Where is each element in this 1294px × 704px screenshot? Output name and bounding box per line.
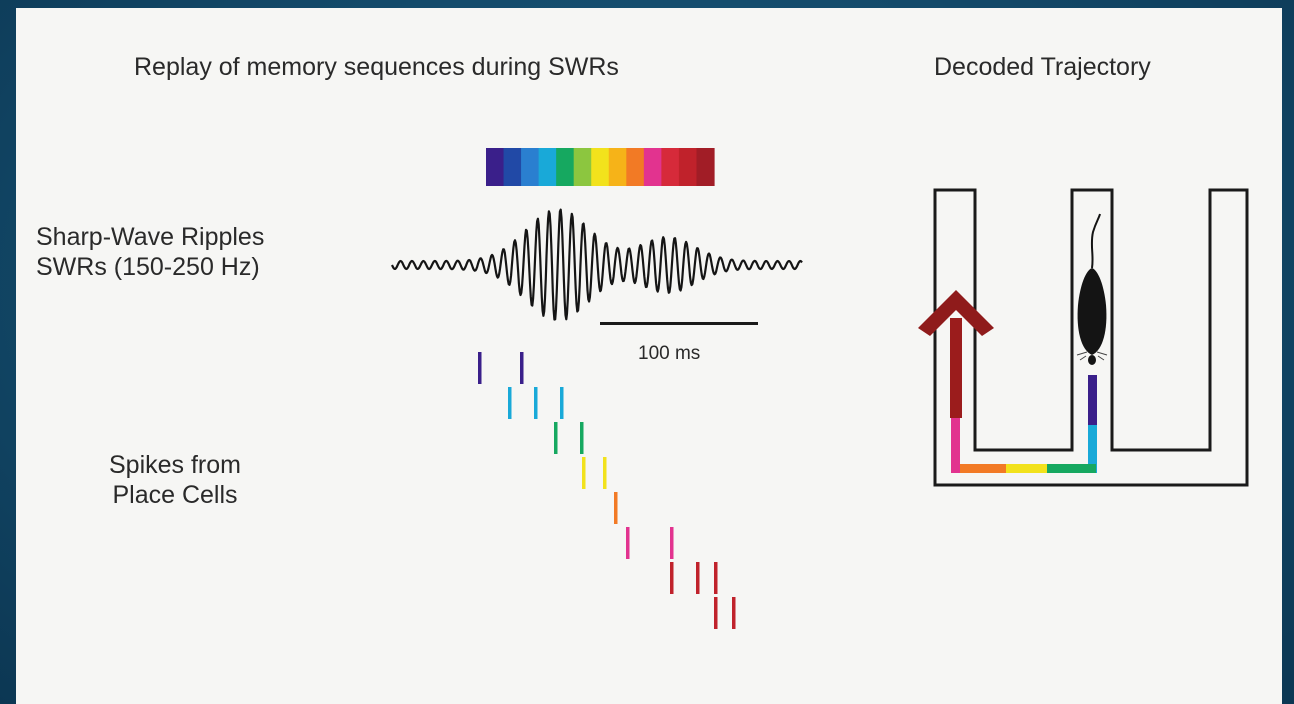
spike-tick <box>582 457 586 489</box>
color-bar-segment <box>678 148 698 186</box>
w-maze <box>918 188 1249 487</box>
spike-tick <box>603 457 607 489</box>
color-bar-segment <box>486 148 505 186</box>
spike-tick <box>696 562 700 594</box>
spike-tick <box>714 562 718 594</box>
rat-icon <box>1076 213 1108 365</box>
trajectory-segment <box>1046 464 1096 473</box>
spike-raster <box>478 352 736 629</box>
spike-tick <box>560 387 564 419</box>
spike-tick <box>670 527 674 559</box>
trajectory-segment <box>1088 375 1097 425</box>
spike-tick <box>670 562 674 594</box>
spike-tick <box>732 597 736 629</box>
spikes-label-line1: Spikes from <box>109 451 241 479</box>
color-bar-segment <box>608 148 627 186</box>
color-bar-segment <box>643 148 662 186</box>
swr-label-line2: SWRs (150-250 Hz) <box>36 252 260 281</box>
trajectory-segment <box>951 418 960 473</box>
color-bar-segment <box>503 148 522 186</box>
color-bar-segment <box>521 148 540 186</box>
swr-label: Sharp-Wave Ripples SWRs (150-250 Hz) <box>36 223 264 282</box>
spike-tick <box>478 352 482 384</box>
spike-tick <box>714 597 718 629</box>
spike-tick <box>520 352 524 384</box>
color-bar-segment <box>573 148 592 186</box>
trajectory-segment <box>958 464 1006 473</box>
decoded-trajectory-path <box>951 375 1097 473</box>
ripple-waveform <box>391 208 803 321</box>
up-arrow-icon <box>918 290 994 418</box>
spike-tick <box>508 387 512 419</box>
trajectory-segment <box>1088 425 1097 473</box>
spike-tick <box>534 387 538 419</box>
spikes-label: Spikes from Place Cells <box>100 451 250 510</box>
spike-tick <box>580 422 584 454</box>
color-bar-segment <box>661 148 680 186</box>
spikes-label-line2: Place Cells <box>112 480 238 509</box>
scale-bar <box>600 322 758 325</box>
spike-tick <box>554 422 558 454</box>
spike-tick <box>614 492 618 524</box>
swr-label-line1: Sharp-Wave Ripples <box>36 223 265 251</box>
replay-title: Replay of memory sequences during SWRs <box>134 53 619 81</box>
color-bar-segment <box>538 148 557 186</box>
trajectory-segment <box>1005 464 1047 473</box>
maze-outline <box>933 188 1249 487</box>
color-bar-segment <box>591 148 610 186</box>
color-bar-segment <box>696 148 715 186</box>
color-bar-segment <box>556 148 575 186</box>
color-bar-segment <box>626 148 645 186</box>
decoded-trajectory-title: Decoded Trajectory <box>934 53 1151 81</box>
sequence-color-bar <box>486 148 715 186</box>
scale-label: 100 ms <box>638 343 701 364</box>
spike-tick <box>626 527 630 559</box>
